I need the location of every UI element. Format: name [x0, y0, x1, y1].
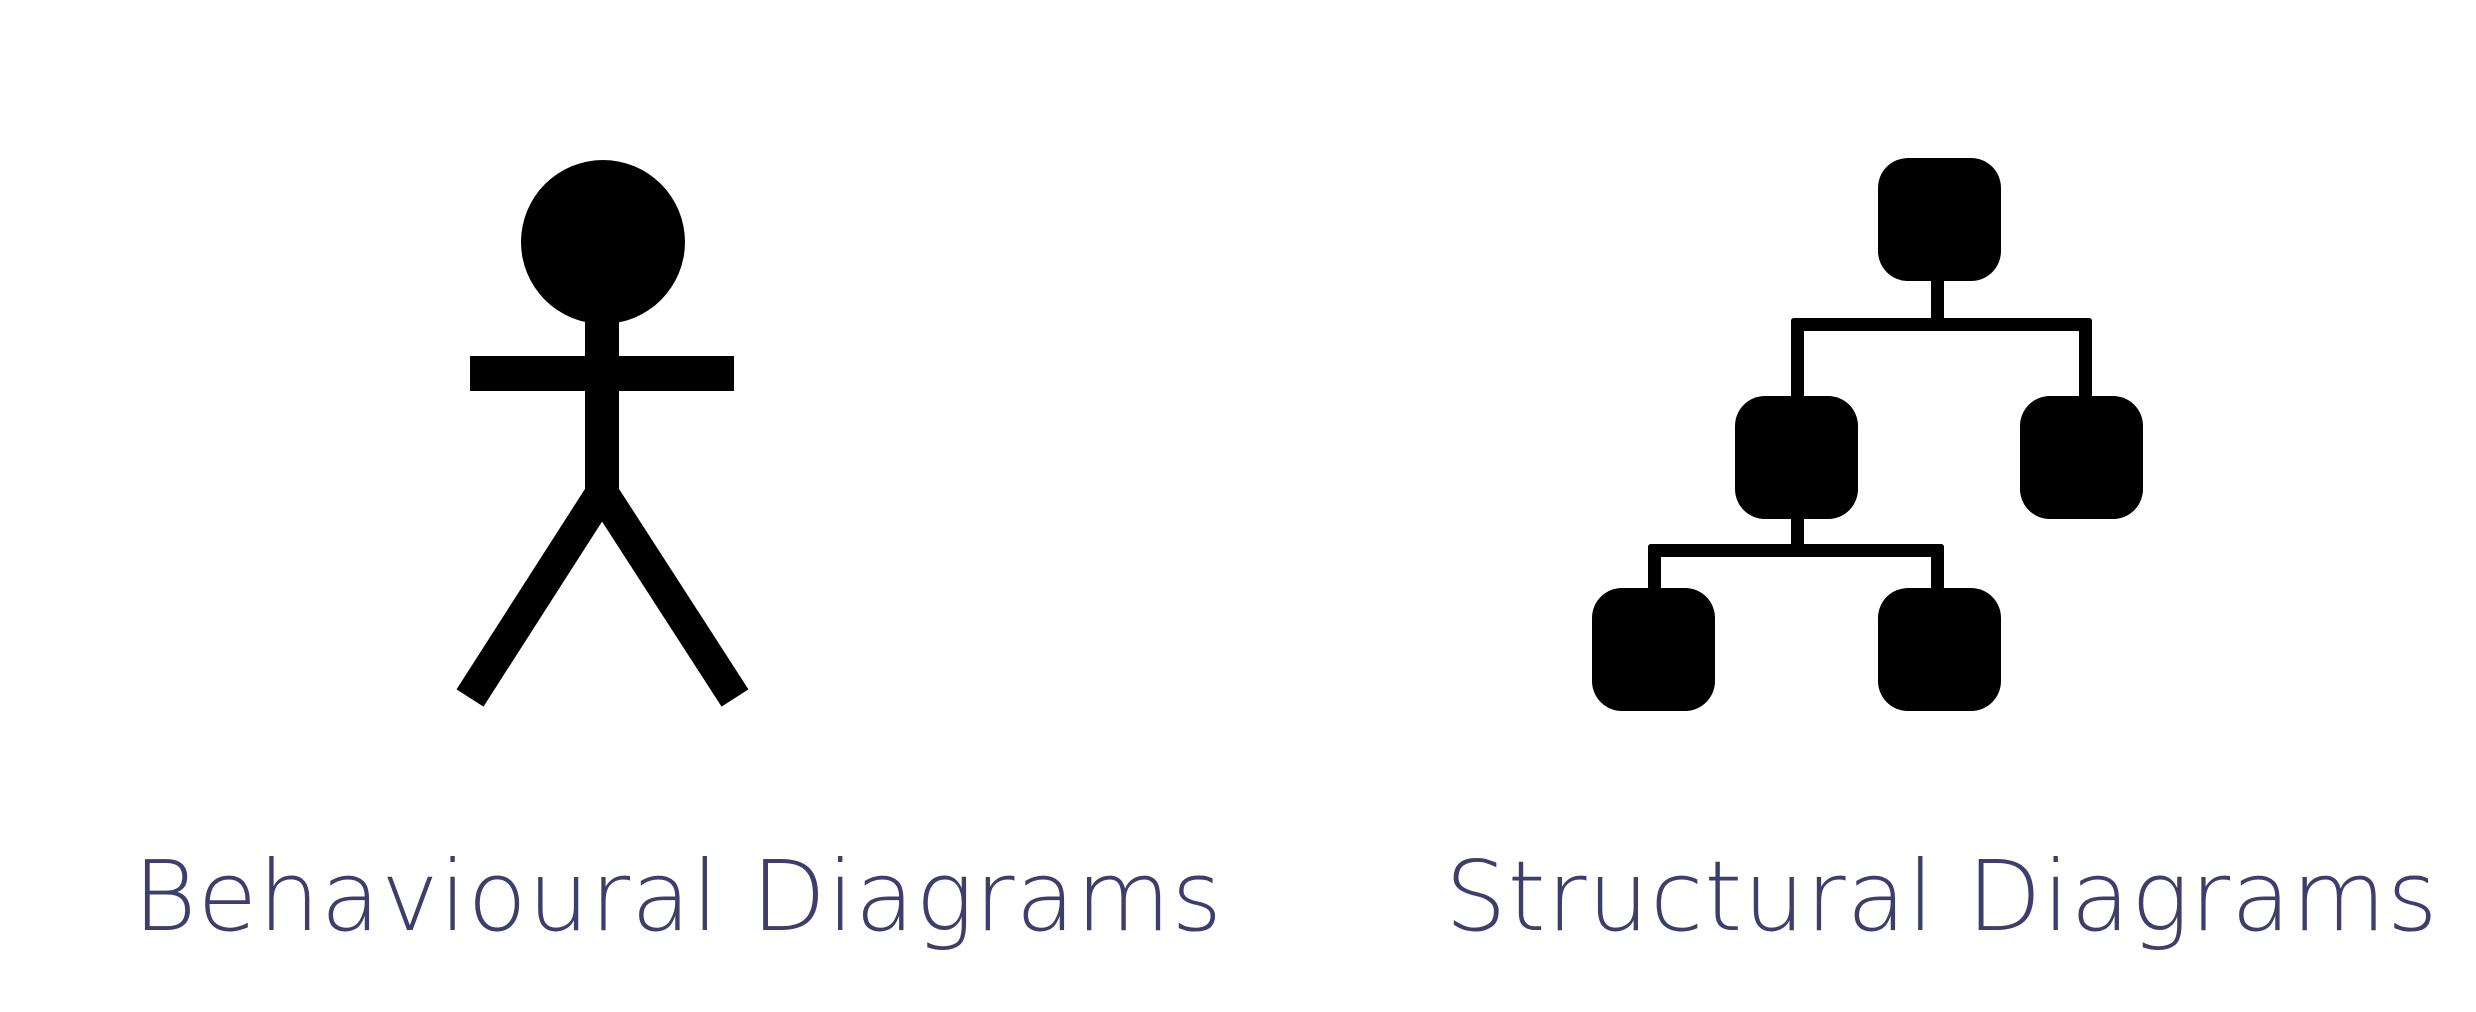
stick-figure-actor-icon — [456, 160, 749, 707]
actor-head — [521, 160, 685, 324]
behavioural-diagrams-label: Behavioural Diagrams — [133, 840, 1224, 953]
tree-node-root — [1878, 158, 2001, 281]
structural-diagrams-label: Structural Diagrams — [1445, 840, 2439, 953]
hierarchy-tree-icon — [1592, 158, 2143, 711]
actor-right-leg — [588, 483, 749, 707]
actor-arms — [470, 356, 734, 391]
actor-body — [585, 310, 619, 495]
structural-diagrams-panel: Structural Diagrams — [1238, 0, 2476, 1012]
behavioural-diagrams-panel: Behavioural Diagrams — [133, 160, 1224, 953]
tree-node-bottom-right — [1878, 588, 2001, 711]
tree-node-bottom-left — [1592, 588, 1715, 711]
tree-node-mid-left — [1735, 396, 1858, 519]
tree-connectors — [1648, 278, 2092, 590]
tree-node-mid-right — [2020, 396, 2143, 519]
actor-left-leg — [456, 483, 616, 707]
